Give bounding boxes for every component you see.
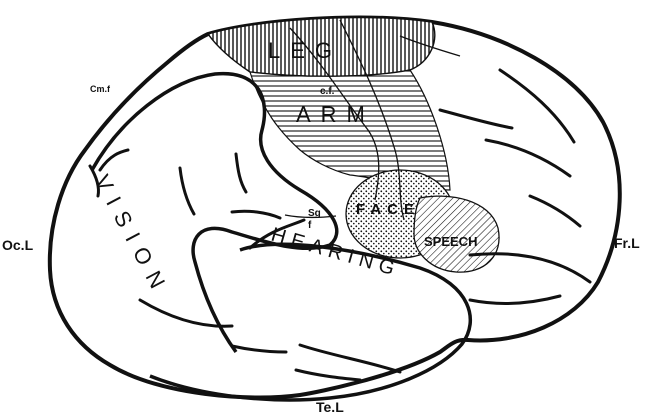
sylvian-sg-label: Sg: [308, 208, 321, 219]
leg-label: LEG: [268, 38, 342, 63]
te-l-label: Te.L: [316, 399, 344, 415]
fr-l-label: Fr.L: [614, 235, 640, 251]
central-fissure-label: c.f.: [320, 86, 335, 97]
face-label: FACE: [356, 201, 420, 218]
speech-label: SPEECH: [424, 234, 477, 249]
cm-f-label: Cm.f: [90, 84, 111, 94]
arm-label: ARM: [296, 102, 375, 127]
oc-l-label: Oc.L: [2, 237, 34, 253]
